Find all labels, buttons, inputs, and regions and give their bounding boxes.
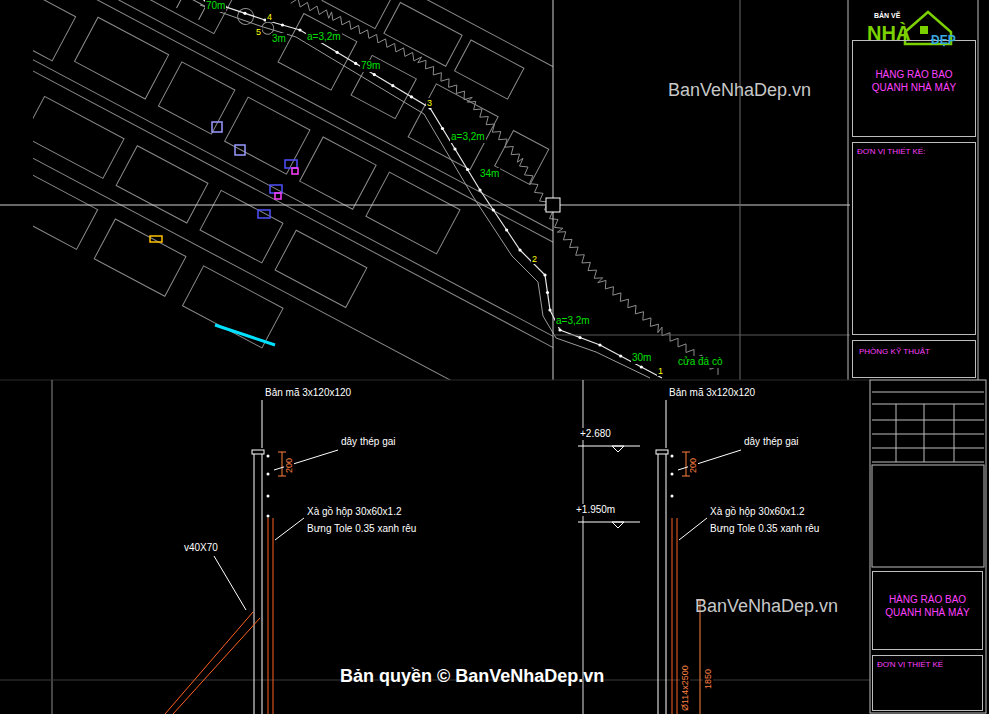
fence-post-dot	[243, 12, 246, 15]
logo-text: BẢN VẼ	[873, 12, 901, 20]
annotation-text: dây thép gai	[340, 436, 397, 448]
fence-post-dot	[543, 273, 546, 276]
title-block-cell: ĐƠN VỊ THIẾT KẾ:	[852, 142, 976, 335]
annotation-text: +2.680	[579, 428, 612, 440]
annotation-text: 4	[266, 12, 273, 22]
fence-post-dot	[478, 188, 481, 191]
title-block-cell: HÀNG RÀO BAO QUANH NHÀ MÁY	[872, 571, 983, 650]
title-block-cell: PHÒNG KỸ THUẬT	[852, 340, 976, 378]
fence-post-dot	[640, 365, 643, 368]
annotation-text: a=3,2m	[450, 131, 486, 143]
fence-post-dot	[492, 208, 495, 211]
annotation-text: 3	[426, 98, 433, 108]
annotation-text: 79m	[360, 60, 381, 72]
fence-post-dot	[558, 328, 561, 331]
annotation-text: 1	[657, 366, 664, 376]
fence-post-dot	[354, 62, 357, 65]
title-block-text: HÀNG RÀO BAO QUANH NHÀ MÁY	[883, 594, 972, 619]
annotation-text: 70m	[205, 0, 226, 12]
annotation-text: Bản mã 3x120x120	[264, 387, 352, 399]
fence-post-dot	[441, 127, 444, 130]
annotation-text: a=3,2m	[555, 315, 591, 327]
fence-post-dot	[336, 51, 339, 54]
watermark: BanVeNhaDep.vn	[694, 596, 839, 617]
fence-post-dot	[298, 28, 301, 31]
annotation-text: +1.950m	[575, 504, 616, 516]
annotation-text: 2	[531, 254, 538, 264]
annotation-text: Bưng Tole 0.35 xanh rêu	[306, 523, 417, 535]
fence-post-dot	[578, 336, 581, 339]
logo-text: NHÀ	[866, 22, 911, 45]
dimension-text: Ø114x2500	[680, 664, 690, 712]
fence-post-dot	[619, 354, 622, 357]
fence-line	[205, 0, 662, 378]
dimension-text: 1850	[703, 668, 713, 690]
fence-post-dot	[548, 308, 551, 311]
annotation-text: v40X70	[183, 542, 219, 554]
annotation-text: Bưng Tole 0.35 xanh rêu	[709, 523, 820, 535]
copyright-note: Bản quyền © BanVeNhaDep.vn	[339, 666, 605, 687]
fence-post-dot	[453, 147, 456, 150]
dimension-text: 200	[284, 457, 294, 474]
title-block-cell: HÀNG RÀO BAO QUANH NHÀ MÁY	[852, 40, 976, 137]
fence-post-dot	[466, 168, 469, 171]
title-block-text: HÀNG RÀO BAO QUANH NHÀ MÁY	[867, 69, 961, 94]
fence-post-dot	[518, 248, 521, 251]
annotation-text: dây thép gai	[743, 436, 800, 448]
fence-post-dot	[391, 84, 394, 87]
annotation-text: a=3,2m	[306, 31, 342, 43]
dimension-text: 200	[688, 457, 698, 474]
title-block-text: ĐƠN VỊ THIẾT KẾ:	[857, 147, 971, 157]
fence-section-left	[165, 400, 338, 714]
annotation-text: 34m	[479, 168, 500, 180]
watermark: BanVeNhaDep.vn	[667, 80, 812, 101]
annotation-text: Xà gồ hộp 30x60x1.2	[709, 506, 806, 518]
fence-post-dot	[505, 228, 508, 231]
fence-post-dot	[281, 23, 284, 26]
annotation-text: Bản mã 3x120x120	[668, 387, 756, 399]
annotation-text: 5	[255, 27, 262, 37]
fence-post-dot	[373, 73, 376, 76]
fence-post-dot	[598, 343, 601, 346]
title-block-cell: ĐƠN VỊ THIẾT KẾ	[872, 655, 983, 711]
logo-text: ĐẸP	[930, 34, 957, 48]
annotation-text: Xà gồ hộp 30x60x1.2	[306, 506, 403, 518]
site-plan	[33, 0, 553, 380]
title-block-text: ĐƠN VỊ THIẾT KẾ	[877, 660, 978, 670]
annotation-text: cửa đá cò	[677, 356, 724, 368]
annotation-text: 3m	[271, 33, 287, 45]
annotation-text: 30m	[631, 352, 652, 364]
title-block-text: PHÒNG KỸ THUẬT	[859, 347, 969, 357]
slope-hatch	[291, 0, 718, 375]
fence-post-dot	[546, 291, 549, 294]
fence-post-dot	[410, 95, 413, 98]
